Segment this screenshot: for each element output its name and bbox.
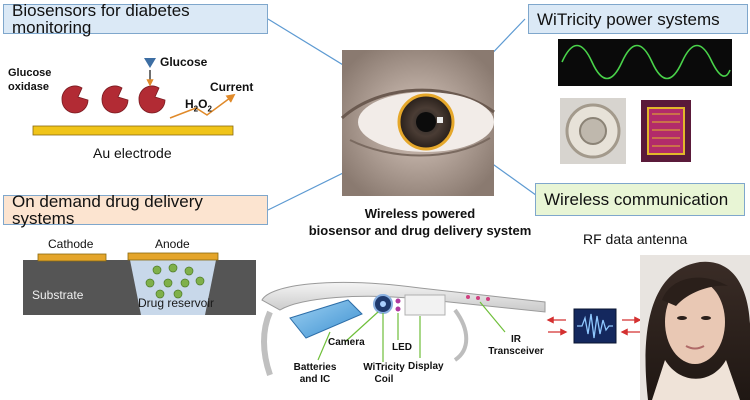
glucose-triangle <box>144 58 156 68</box>
caption-line1: Wireless powered <box>364 206 476 221</box>
ir-transceiver-label: IR Transceiver <box>486 334 546 358</box>
witricity-title: WiTricity power systems <box>537 9 720 29</box>
oscilloscope-screen <box>558 39 732 86</box>
drug-particles <box>145 263 205 299</box>
caption-line2: biosensor and drug delivery system <box>308 223 532 238</box>
biosensor-graphic <box>32 58 236 136</box>
substrate-label: Substrate <box>32 288 84 302</box>
enzyme-label-line1: Glucose <box>8 67 52 79</box>
wireless-comm-title-box: Wireless communication <box>535 183 745 216</box>
au-electrode-label: Au electrode <box>93 145 172 161</box>
drug-reservoir <box>130 260 216 315</box>
glucose-oxidase-enzymes <box>61 85 166 114</box>
drug-reservoir-label: Drug reservoir <box>138 296 215 310</box>
rf-antenna-label: RF data antenna <box>583 231 688 247</box>
drug-delivery-graphic <box>23 252 256 315</box>
center-caption: Wireless powered biosensor and drug deli… <box>300 205 540 239</box>
portrait-photo <box>640 255 750 400</box>
drug-delivery-title-box: On demand drug delivery systems <box>3 192 268 228</box>
led-label: LED <box>392 342 412 353</box>
cathode-bar <box>37 253 107 262</box>
witricity-title-box: WiTricity power systems <box>528 4 748 34</box>
eye-photo <box>341 50 495 196</box>
witricity-coil-line1: WiTricity <box>363 362 405 373</box>
batteries-line1: Batteries <box>293 362 337 373</box>
glucose-oxidase-label: Glucose oxidase <box>8 66 51 94</box>
ir-line2: Transceiver <box>488 346 544 357</box>
ir-line1: IR <box>511 334 521 345</box>
anode-bar <box>127 252 219 261</box>
biosensor-title-box: Biosensors for diabetes monitoring <box>3 1 268 37</box>
h2o2-sub1: 2 <box>193 104 199 114</box>
witricity-graphic <box>558 39 732 164</box>
anode-label: Anode <box>155 237 190 251</box>
glucose-label: Glucose <box>160 55 208 69</box>
drug-delivery-title: On demand drug delivery systems <box>12 192 203 228</box>
au-electrode-bar <box>32 125 234 136</box>
h2o2-h: H <box>185 97 194 111</box>
h2o2-o: O <box>198 97 208 111</box>
rf-antenna-icon <box>546 308 642 344</box>
glasses-graphic <box>261 281 546 376</box>
witricity-coil-line2: Coil <box>374 374 394 385</box>
display-label: Display <box>408 361 444 372</box>
h2o2-label: H2O2 <box>185 97 212 113</box>
wireless-comm-title: Wireless communication <box>544 190 729 209</box>
current-arrow <box>169 93 236 119</box>
sine-wave <box>561 44 731 80</box>
biosensor-title: Biosensors for diabetes monitoring <box>12 1 190 37</box>
display-prism <box>289 299 363 339</box>
enzyme-label-line2: oxidase <box>8 81 49 93</box>
batteries-line2: and IC <box>299 374 331 385</box>
camera-label: Camera <box>328 337 365 348</box>
h2o2-sub2: 2 <box>207 104 212 114</box>
contact-lens-ring <box>397 93 455 151</box>
current-label: Current <box>210 80 254 94</box>
cathode-label: Cathode <box>48 237 94 251</box>
witricity-coil-label: WiTricity Coil <box>358 362 410 386</box>
batteries-label: Batteries and IC <box>290 362 340 386</box>
